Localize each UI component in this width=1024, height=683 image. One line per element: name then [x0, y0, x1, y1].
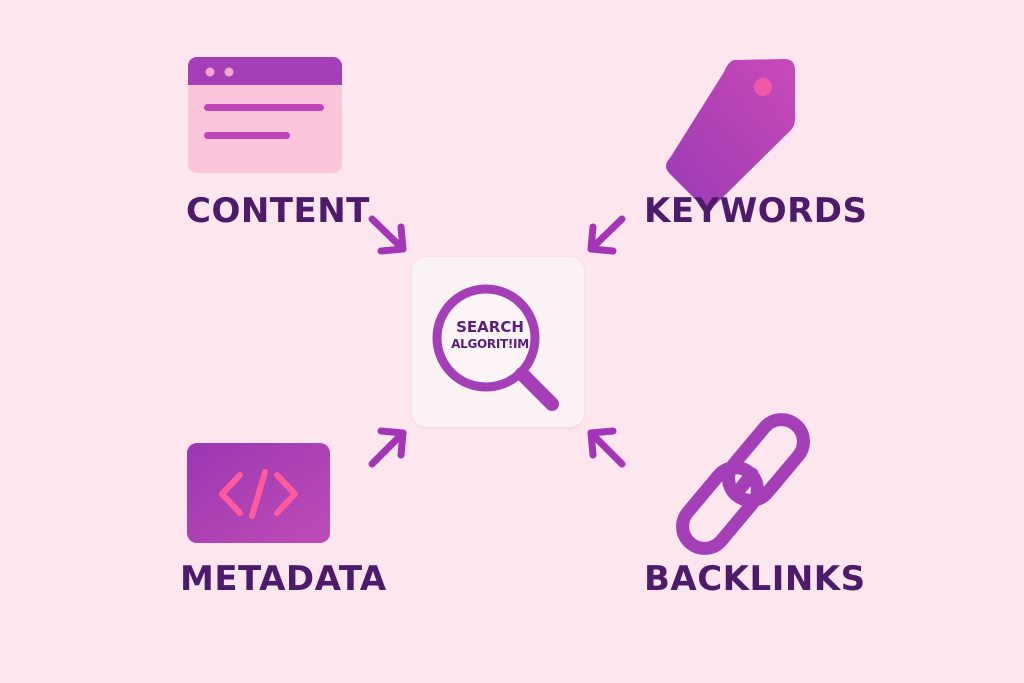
arrow-content [368, 215, 407, 255]
search-algorithm-label: SEARCH ALGORIT!IM [432, 318, 548, 352]
arrow-metadata [368, 427, 407, 468]
center-line-1: SEARCH [456, 318, 524, 336]
browser-window-icon [188, 57, 342, 173]
metadata-label: METADATA [180, 559, 387, 599]
backlinks-label: BACKLINKS [644, 559, 866, 599]
chain-link-icon [676, 413, 810, 555]
center-line-2: ALGORIT!IM [451, 336, 529, 351]
code-icon [187, 443, 330, 543]
tag-icon [666, 59, 795, 208]
arrow-backlinks [587, 427, 626, 468]
content-label: CONTENT [186, 191, 370, 231]
arrow-keywords [587, 215, 626, 255]
keywords-label: KEYWORDS [644, 191, 868, 231]
